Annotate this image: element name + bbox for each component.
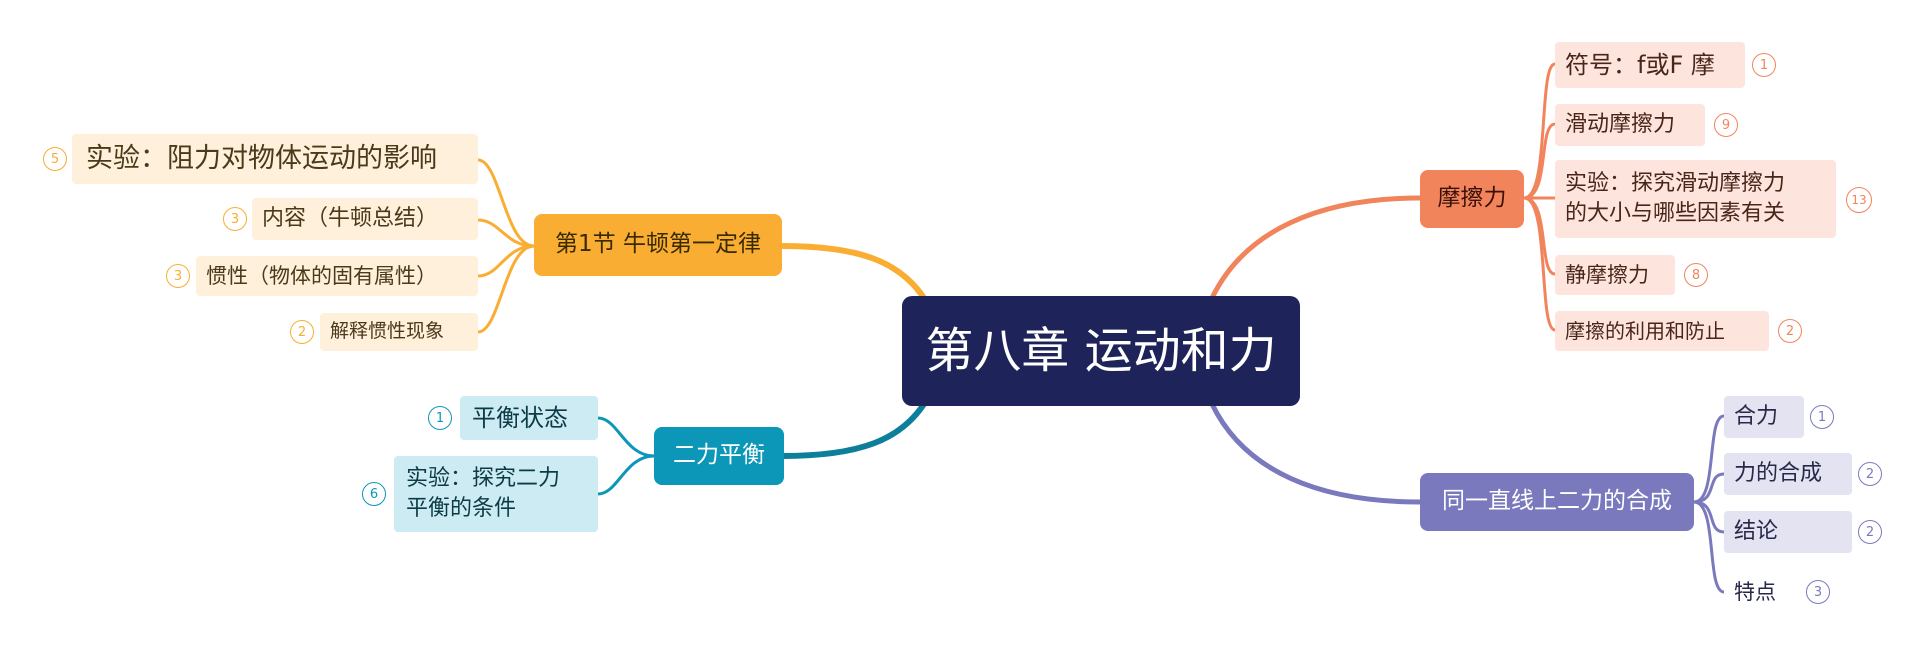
count-badge-newton-content: 3: [223, 207, 247, 231]
count-badge-friction-use-prevention: 2: [1778, 319, 1802, 343]
branch-friction[interactable]: 摩擦力: [1420, 170, 1524, 228]
branch-force-composition[interactable]: 同一直线上二力的合成: [1420, 473, 1694, 531]
count-badge-resultant-force: 1: [1810, 405, 1834, 429]
count-badge-conclusion: 2: [1858, 520, 1882, 544]
branch-two-force-balance[interactable]: 二力平衡: [654, 427, 784, 485]
topic-friction-experiment[interactable]: 实验：探究滑动摩擦力 的大小与哪些因素有关: [1555, 160, 1836, 238]
count-badge-sliding-friction: 9: [1714, 113, 1738, 137]
topic-equilibrium-state[interactable]: 平衡状态: [460, 396, 598, 440]
connector-friction-2: [1523, 122, 1556, 200]
topic-resultant-force[interactable]: 合力: [1724, 396, 1804, 438]
topic-explain-inertia[interactable]: 解释惯性现象: [320, 313, 478, 351]
connector-newton-1: [477, 158, 535, 248]
topic-conclusion[interactable]: 结论: [1724, 511, 1852, 553]
connector-balance-1: [597, 416, 655, 458]
connector-root-friction: [1209, 195, 1423, 301]
topic-newton-experiment[interactable]: 实验：阻力对物体运动的影响: [72, 134, 478, 184]
topic-characteristics[interactable]: 特点: [1734, 579, 1776, 604]
count-badge-explain-inertia: 2: [290, 320, 314, 344]
topic-static-friction[interactable]: 静摩擦力: [1555, 255, 1675, 295]
count-badge-force-composition: 2: [1858, 462, 1882, 486]
count-badge-equilibrium-state: 1: [428, 406, 452, 430]
topic-friction-experiment-line2: 的大小与哪些因素有关: [1565, 201, 1786, 226]
topic-inertia[interactable]: 惯性（物体的固有属性）: [196, 256, 478, 296]
branch-newton-first-law[interactable]: 第1节 牛顿第一定律: [534, 214, 782, 276]
connector-composition-1: [1693, 414, 1725, 504]
connector-root-composition: [1209, 401, 1423, 505]
count-badge-friction-symbol: 1: [1752, 53, 1776, 77]
count-badge-balance-experiment: 6: [362, 482, 386, 506]
connector-friction-5: [1523, 196, 1556, 332]
count-badge-newton-experiment: 5: [43, 147, 67, 171]
central-topic[interactable]: 第八章 运动和力: [902, 296, 1300, 406]
connector-root-balance: [779, 401, 927, 459]
connector-newton-4: [477, 244, 535, 334]
topic-friction-experiment-line1: 实验：探究滑动摩擦力: [1565, 171, 1786, 197]
count-badge-static-friction: 8: [1684, 263, 1708, 287]
connector-balance-2: [597, 454, 655, 496]
topic-friction-use-prevention[interactable]: 摩擦的利用和防止: [1555, 311, 1769, 351]
topic-balance-experiment-line1: 实验：探究二力: [406, 466, 561, 492]
topic-friction-symbol[interactable]: 符号：f或F 摩: [1555, 42, 1745, 88]
count-badge-characteristics: 3: [1806, 580, 1830, 604]
topic-newton-content[interactable]: 内容（牛顿总结）: [252, 198, 478, 240]
count-badge-friction-experiment: 13: [1846, 187, 1872, 213]
topic-force-composition[interactable]: 力的合成: [1724, 453, 1852, 495]
topic-balance-experiment[interactable]: 实验：探究二力 平衡的条件: [394, 456, 598, 532]
topic-sliding-friction[interactable]: 滑动摩擦力: [1555, 104, 1705, 146]
count-badge-inertia: 3: [166, 264, 190, 288]
connector-friction-1: [1523, 62, 1556, 200]
connector-composition-4: [1693, 500, 1725, 594]
connector-root-newton: [779, 243, 927, 301]
topic-balance-experiment-line2: 平衡的条件: [406, 496, 517, 521]
